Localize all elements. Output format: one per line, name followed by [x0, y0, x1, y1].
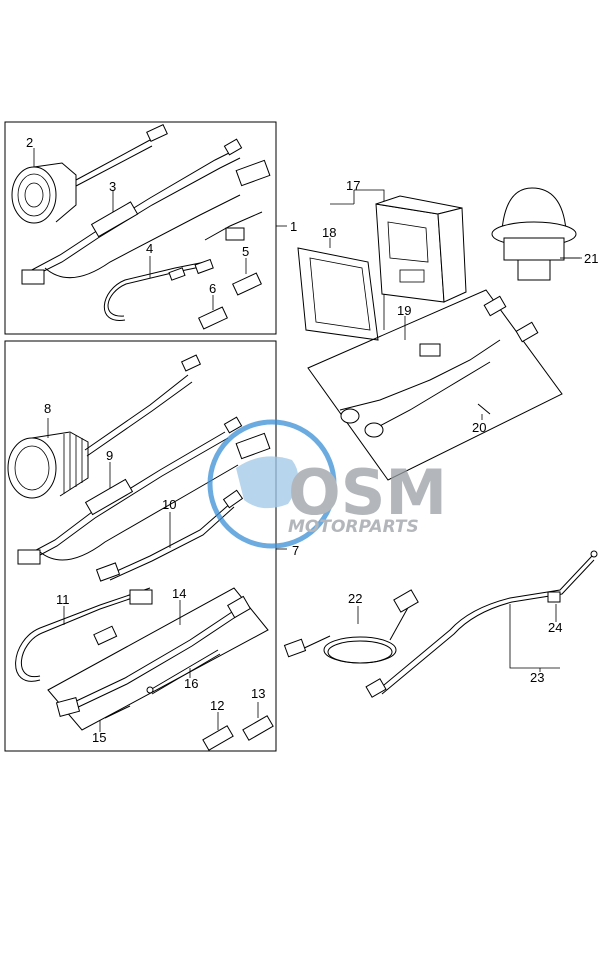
part-4-cable[interactable] [103, 211, 263, 321]
callout-11: 11 [56, 592, 70, 607]
part-19-box [307, 289, 563, 481]
callout-14: 14 [172, 586, 186, 601]
callout-7: 7 [292, 543, 299, 558]
sub-box-14 [47, 587, 269, 731]
part-19-harness[interactable] [339, 295, 539, 438]
callout-10: 10 [162, 497, 176, 512]
part-23-harness[interactable] [365, 550, 598, 698]
group-box-1 [4, 121, 277, 335]
part-8-gauge[interactable] [7, 354, 202, 499]
part-5-connector[interactable] [232, 258, 262, 296]
part-22-cable[interactable] [283, 589, 419, 664]
watermark-logo: OSM [288, 456, 447, 529]
watermark: OSM MOTORPARTS [207, 419, 447, 549]
callout-8: 8 [44, 401, 51, 416]
callout-2: 2 [26, 135, 33, 150]
callout-3: 3 [109, 179, 116, 194]
callout-16: 16 [184, 676, 198, 691]
part-21-sensor[interactable] [491, 187, 582, 281]
part-14-harness[interactable] [69, 595, 251, 711]
callout-24: 24 [548, 620, 562, 635]
part-9-harness[interactable] [17, 416, 271, 565]
part-17-display[interactable] [375, 195, 467, 303]
part-24-connector[interactable] [547, 591, 561, 622]
callout-13: 13 [251, 686, 265, 701]
part-6-connector[interactable] [198, 295, 228, 330]
callout-18: 18 [322, 225, 336, 240]
callout-1: 1 [290, 219, 297, 234]
part-2-gauge[interactable] [11, 124, 168, 224]
callout-17: 17 [346, 178, 360, 193]
part-18-bezel[interactable] [297, 238, 379, 341]
callout-4: 4 [146, 241, 153, 256]
callout-23: 23 [530, 670, 544, 685]
callout-21: 21 [584, 251, 598, 266]
callout-12: 12 [210, 698, 224, 713]
callout-labels: 2 3 1 4 5 6 8 9 10 7 11 14 16 13 12 15 1… [26, 135, 598, 745]
callout-6: 6 [209, 281, 216, 296]
part-16-tie[interactable] [146, 649, 221, 695]
part-11-cable[interactable] [15, 587, 153, 682]
callout-20: 20 [472, 420, 486, 435]
part-15-connector[interactable] [55, 697, 131, 732]
callout-5: 5 [242, 244, 249, 259]
part-12-connector[interactable] [202, 712, 234, 751]
watermark-sub: MOTORPARTS [288, 517, 419, 537]
callout-22: 22 [348, 591, 362, 606]
callout-19: 19 [397, 303, 411, 318]
part-3-harness[interactable] [21, 138, 271, 285]
part-20-screw[interactable] [477, 403, 491, 420]
callout-15: 15 [92, 730, 106, 745]
callout-9: 9 [106, 448, 113, 463]
part-13-connector[interactable] [242, 702, 274, 741]
